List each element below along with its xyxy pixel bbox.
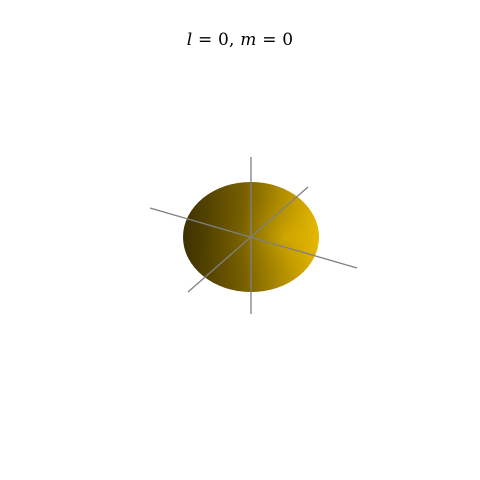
title-var-l: l [186, 30, 193, 50]
plot-title: l = 0, m = 0 [0, 30, 480, 50]
title-eq-1: = 0, [192, 30, 241, 50]
title-var-m: m [240, 30, 257, 50]
y-axis [187, 186, 309, 293]
title-eq-2: = 0 [256, 30, 294, 50]
x-axis [149, 207, 358, 269]
